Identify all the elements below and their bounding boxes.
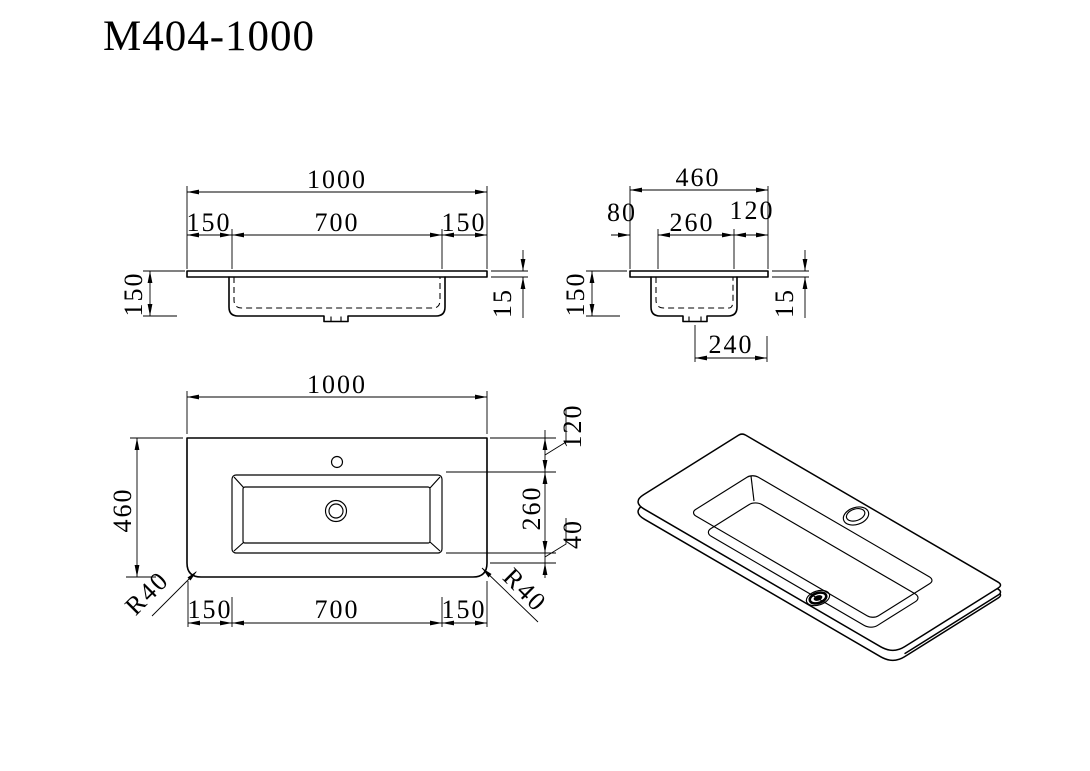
side-dim-basin-depth-label: 260 <box>670 208 715 237</box>
side-basin-outline <box>650 276 738 323</box>
plan-leader-back-margin <box>544 410 567 456</box>
front-dim-basin-width-label: 700 <box>315 208 360 237</box>
plan-dim-overall-depth-label: 460 <box>108 488 137 533</box>
plan-extension-lines <box>126 391 556 627</box>
plan-dim-overall-width-label: 1000 <box>307 370 367 399</box>
iso-drain <box>805 589 831 607</box>
iso-drain-plug <box>813 595 823 601</box>
front-basin-outline <box>228 276 446 323</box>
side-dim-height-label: 150 <box>561 272 590 317</box>
side-dim-back-margin-label: 80 <box>607 198 637 227</box>
front-dim-right-margin-label: 150 <box>442 208 487 237</box>
plan-dim-radius-left-label: R40 <box>119 565 174 620</box>
front-drain-notch-inner-lines <box>330 316 342 321</box>
side-drain-notch-inner-lines <box>688 316 702 321</box>
iso-basin-floor <box>705 501 922 630</box>
plan-leader-radius-left-arrow <box>187 571 197 581</box>
drawing-title: M404-1000 <box>103 13 315 60</box>
plan-dim-basin-width-label: 700 <box>315 595 360 624</box>
plan-view: 1000 460 120 260 40 R40 R40 150 700 150 <box>108 370 587 627</box>
plan-countertop-outline <box>186 437 488 578</box>
front-elevation-view: 1000 150 700 150 150 15 <box>119 165 528 323</box>
iso-drain-ring <box>808 591 828 605</box>
iso-faucet-hole <box>842 506 870 526</box>
plan-dim-back-margin-label: 120 <box>558 404 587 449</box>
side-dim-thickness-label: 15 <box>770 288 799 318</box>
front-extension-lines <box>143 186 528 317</box>
front-dim-thickness-label: 15 <box>488 288 517 318</box>
front-dim-left-margin-label: 150 <box>187 208 232 237</box>
iso-faucet-hole-outer <box>842 506 870 526</box>
plan-dim-left-margin-label: 150 <box>188 595 233 624</box>
iso-drain-outer <box>805 589 831 607</box>
iso-basin-rim <box>690 474 935 619</box>
side-basin-hidden-line <box>655 277 734 309</box>
plan-dim-radius-right-label: R40 <box>497 562 552 617</box>
plan-drain-outer <box>324 499 348 523</box>
side-dim-drain-label: 240 <box>709 330 754 359</box>
plan-leader-radius-right-arrow <box>482 568 492 578</box>
plan-drain-inner <box>328 503 344 519</box>
side-extension-lines <box>586 186 809 362</box>
iso-basin-corner-wall-edge <box>750 475 755 502</box>
front-basin-hidden-line <box>233 277 441 309</box>
plan-leader-radius-right <box>481 567 539 623</box>
front-dim-height-label: 150 <box>119 272 148 317</box>
side-section-view: 460 80 260 120 150 15 240 <box>561 163 809 362</box>
plan-dim-right-margin-label: 150 <box>442 595 487 624</box>
plan-dim-basin-depth-label: 260 <box>517 486 546 531</box>
plan-basin-floor <box>242 486 431 544</box>
plan-leader-radius-left <box>151 571 197 617</box>
plan-leader-front-gap <box>544 518 567 558</box>
plan-basin-rim <box>231 474 443 554</box>
plan-dim-front-gap-label: 40 <box>558 519 587 549</box>
plan-faucet-hole <box>330 455 344 469</box>
side-dim-overall-depth-label: 460 <box>676 163 721 192</box>
iso-basin-floor-group <box>705 501 922 630</box>
front-countertop-slab <box>186 270 488 278</box>
plan-basin-corner-bevels <box>233 476 441 552</box>
isometric-view <box>632 433 1003 664</box>
side-dim-front-margin-label: 120 <box>730 196 775 225</box>
iso-faucet-hole-inner <box>845 508 866 522</box>
front-dim-overall-width-label: 1000 <box>307 165 367 194</box>
side-countertop-slab <box>629 270 769 278</box>
